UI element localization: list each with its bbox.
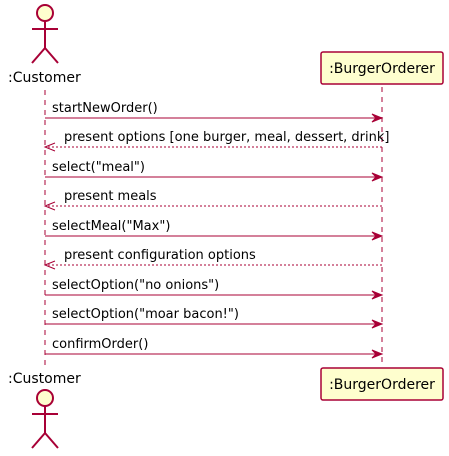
message-label: startNewOrder(): [52, 101, 158, 116]
burger-orderer-participant-bottom: :BurgerOrderer: [320, 367, 444, 401]
message: selectOption("moar bacon!"): [45, 307, 384, 329]
customer-label-bottom: :Customer: [8, 371, 81, 387]
message-label: selectOption("moar bacon!"): [52, 307, 239, 322]
arrow-head-icon: [43, 201, 56, 211]
message: select("meal"): [45, 160, 384, 182]
message-label: present configuration options: [64, 248, 256, 263]
arrow-head-icon: [371, 231, 384, 241]
message-label: present options [one burger, meal, desse…: [64, 130, 389, 145]
actor-head-icon: [36, 389, 54, 407]
message: present meals: [43, 189, 382, 211]
message: selectOption("no onions"): [45, 278, 384, 300]
arrow-head-icon: [43, 260, 56, 270]
message-label: present meals: [64, 189, 157, 204]
actor-head-icon: [36, 4, 54, 22]
arrow-head-icon: [371, 172, 384, 182]
arrow-head-icon: [43, 142, 56, 152]
message: present configuration options: [43, 248, 382, 270]
message-label: selectOption("no onions"): [52, 278, 219, 293]
arrow-head-icon: [371, 113, 384, 123]
customer-label-top: :Customer: [8, 70, 81, 86]
arrow-head-icon: [371, 349, 384, 359]
arrow-head-icon: [371, 290, 384, 300]
arrow-head-icon: [371, 319, 384, 329]
participant-box: [320, 51, 444, 85]
message-label: selectMeal("Max"): [52, 219, 170, 234]
burger-orderer-label-bottom: :BurgerOrderer: [329, 377, 435, 393]
messages: startNewOrder() present options [one burg…: [43, 101, 389, 359]
participant-box: [320, 367, 444, 401]
customer-actor-bottom: :Customer: [8, 371, 81, 449]
actor-body-icon: [31, 21, 59, 64]
burger-orderer-label-top: :BurgerOrderer: [329, 61, 435, 77]
message: selectMeal("Max"): [45, 219, 384, 241]
message: startNewOrder(): [45, 101, 384, 123]
burger-orderer-participant-top: :BurgerOrderer: [320, 51, 444, 85]
message: present options [one burger, meal, desse…: [43, 130, 389, 152]
message: confirmOrder(): [45, 337, 384, 359]
message-label: confirmOrder(): [52, 337, 148, 352]
customer-actor-top: :Customer: [8, 4, 81, 86]
actor-body-icon: [31, 406, 59, 449]
message-label: select("meal"): [52, 160, 145, 175]
